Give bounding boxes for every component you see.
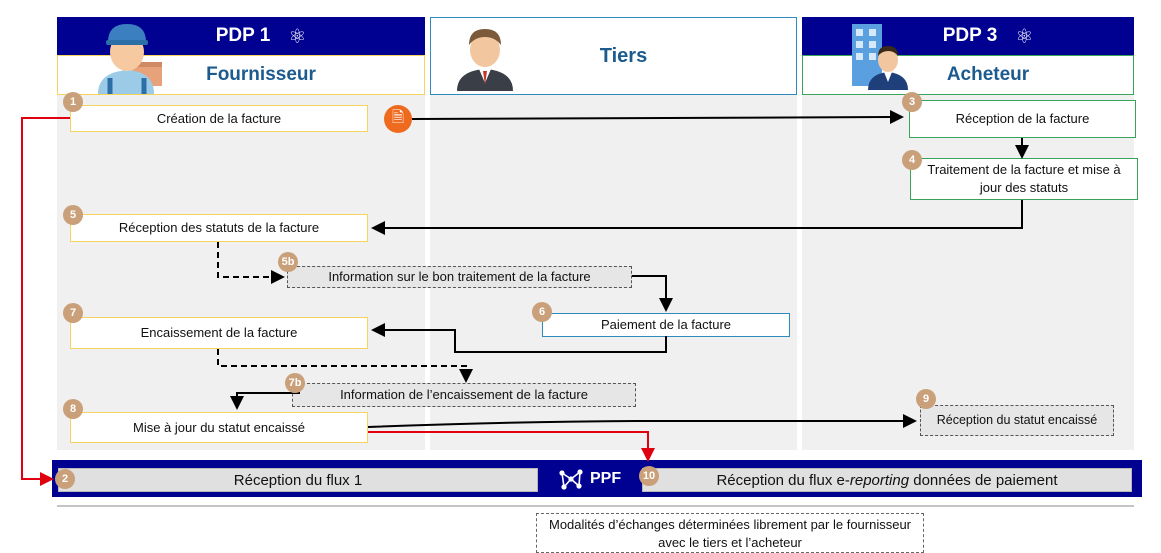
step-7b-box: Information de l’encaissement de la fact… xyxy=(292,383,636,407)
step-6-label: Paiement de la facture xyxy=(600,317,732,333)
step-9-label: Réception du statut encaissé xyxy=(936,413,1098,427)
step-2-box: Réception du flux 1 xyxy=(58,468,538,492)
arrow-6-to-7 xyxy=(371,323,667,353)
pdp1-title: PDP 1 xyxy=(215,25,271,46)
third-party-avatar-icon xyxy=(457,29,513,91)
buyer-avatar-icon xyxy=(852,24,908,90)
arrow-1-to-3 xyxy=(411,110,904,125)
dashed-arrow-7-to-7b xyxy=(217,349,473,383)
ppf-title: PPF xyxy=(590,470,622,487)
step-7b-label: Information de l’encaissement de la fact… xyxy=(340,387,588,403)
step-7b-badge: 7b xyxy=(285,373,305,393)
step-8-box: Mise à jour du statut encaissé xyxy=(70,412,368,443)
atom-icon: ⚛ xyxy=(288,25,307,48)
step-5-badge: 5 xyxy=(63,205,83,225)
step-5b-badge: 5b xyxy=(278,252,298,272)
step-10-box: Réception du flux e-reporting données de… xyxy=(642,468,1132,492)
red-connector-8-to-10 xyxy=(368,431,655,462)
step-2-badge: 2 xyxy=(55,469,75,489)
ppf-logo: PPF xyxy=(556,466,621,492)
step-4-badge: 4 xyxy=(902,150,922,170)
tiers-title: Tiers xyxy=(599,44,648,67)
step-7-badge: 7 xyxy=(63,303,83,323)
network-icon xyxy=(559,469,583,490)
dashed-arrow-5-to-5b xyxy=(217,242,285,284)
step-5-box: Réception des statuts de la facture xyxy=(70,214,368,242)
step-1-box: Création de la facture xyxy=(70,105,368,132)
fournisseur-text: Fournisseur xyxy=(206,64,316,85)
invoice-document-icon: 🗎 xyxy=(384,105,412,133)
step-7-label: Encaissement de la facture xyxy=(140,325,298,341)
arrow-5b-to-6 xyxy=(632,275,673,312)
step-5b-box: Information sur le bon traitement de la … xyxy=(287,266,632,288)
arrow-7b-to-8 xyxy=(230,392,300,410)
pdp3-title: PDP 3 xyxy=(942,25,998,46)
step-3-box: Réception de la facture xyxy=(909,100,1136,138)
arrow-4-to-5 xyxy=(371,200,1023,235)
acheteur-text: Acheteur xyxy=(946,64,1030,85)
step-8-badge: 8 xyxy=(63,399,83,419)
atom-icon: ⚛ xyxy=(1015,25,1034,48)
step-9-badge: 9 xyxy=(916,389,936,409)
step-7-box: Encaissement de la facture xyxy=(70,317,368,349)
supplier-avatar-icon xyxy=(98,24,162,94)
step-1-badge: 1 xyxy=(63,92,83,112)
step-10-badge: 10 xyxy=(639,466,659,486)
step-6-box: Paiement de la facture xyxy=(542,313,790,337)
step-3-badge: 3 xyxy=(902,92,922,112)
step-9-box: Réception du statut encaissé xyxy=(920,405,1114,436)
step-8-label: Mise à jour du statut encaissé xyxy=(133,419,305,435)
step-6-badge: 6 xyxy=(532,302,552,322)
step-4-label: Traitement de la facture et mise à jour … xyxy=(927,162,1121,195)
step-2-label: Réception du flux 1 xyxy=(233,471,363,489)
step-3-label: Réception de la facture xyxy=(955,111,1090,127)
step-10-label: Réception du flux e-reporting données de… xyxy=(716,471,1058,489)
lane-pdp3-background xyxy=(802,95,1134,450)
step-5b-label: Information sur le bon traitement de la … xyxy=(328,269,591,285)
red-connector-1-to-2 xyxy=(21,117,70,486)
step-5-label: Réception des statuts de la facture xyxy=(118,220,320,236)
arrow-8-to-9 xyxy=(367,414,917,428)
step-1-label: Création de la facture xyxy=(156,110,282,126)
